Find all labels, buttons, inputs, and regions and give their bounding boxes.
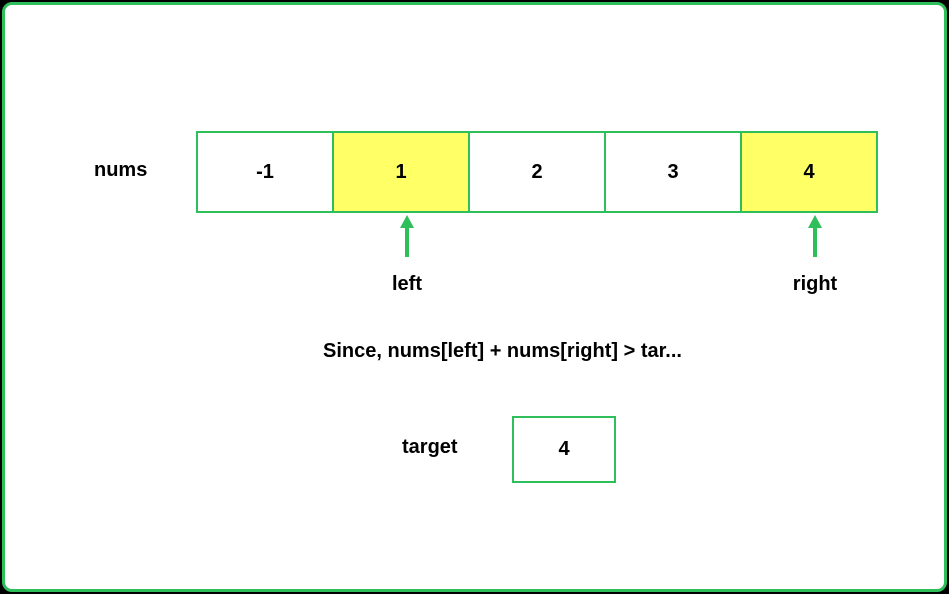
right-pointer-label: right [792, 273, 838, 295]
nums-array: -1 1 2 3 4 [196, 131, 878, 213]
target-label: target [402, 436, 458, 458]
array-cell-2: 2 [468, 131, 606, 213]
array-cell-4: 4 [740, 131, 878, 213]
caption-text: Since, nums[left] + nums[right] > tar... [323, 340, 682, 362]
right-pointer: right [775, 215, 855, 296]
array-cell-1: 1 [332, 131, 470, 213]
up-arrow-icon [808, 215, 822, 257]
up-arrow-icon [400, 215, 414, 257]
target-value-box: 4 [512, 416, 616, 483]
nums-label: nums [94, 159, 148, 181]
left-pointer-label: left [392, 273, 422, 295]
array-cell-0: -1 [196, 131, 334, 213]
left-pointer: left [367, 215, 447, 296]
array-cell-3: 3 [604, 131, 742, 213]
